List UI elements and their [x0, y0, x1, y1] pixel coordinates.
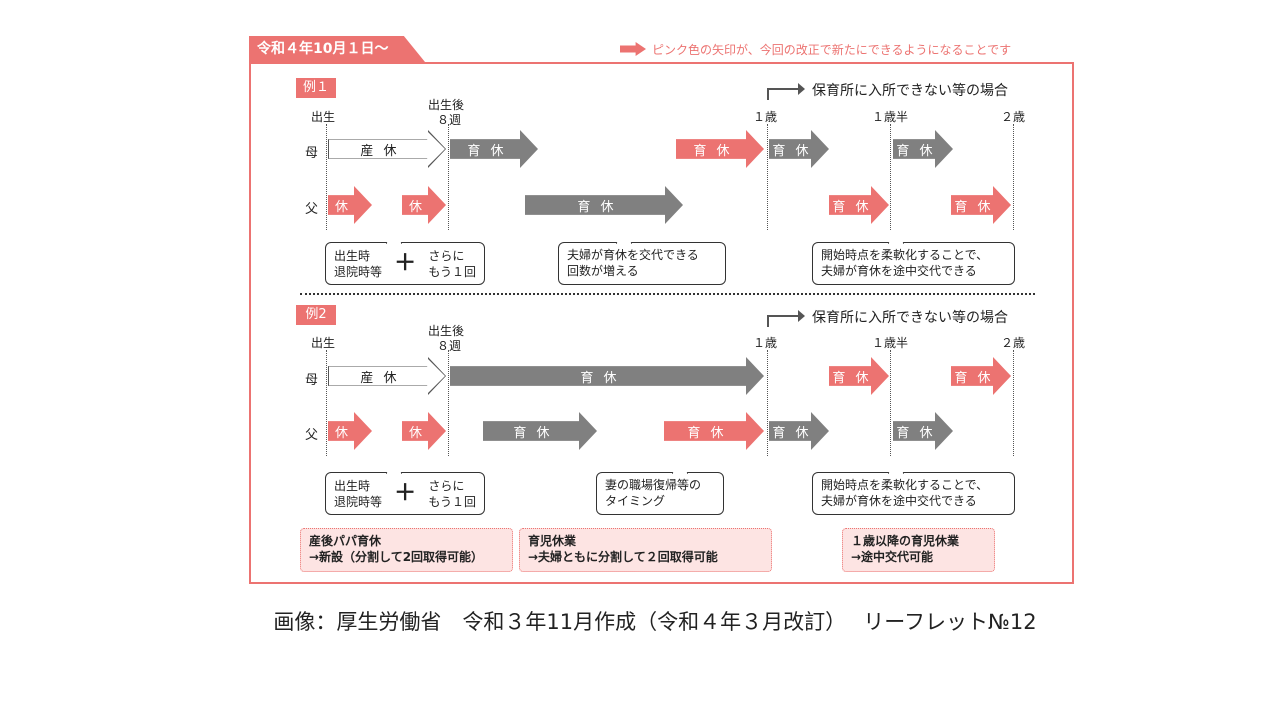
timeline-age1-5-line — [890, 124, 891, 230]
timeline-age2-line — [1013, 124, 1014, 230]
timeline-8weeks-line — [448, 124, 449, 230]
example2-tag: 例2 — [296, 305, 336, 325]
row-label-mother: 母 — [305, 146, 319, 161]
label-age-1: １歳 — [753, 110, 778, 124]
row-label-mother: 母 — [305, 373, 319, 388]
label-age-1-5: １歳半 — [872, 110, 909, 124]
note-after-age1: １歳以降の育児休業 →途中交代可能 — [842, 528, 995, 572]
pink-arrow-icon — [620, 42, 646, 56]
bubble-text: 出生時 退院時等 — [334, 248, 383, 279]
example1-tag: 例１ — [296, 78, 336, 98]
note-title: 産後パパ育休 — [309, 534, 382, 548]
label-8-weeks: ８週 — [437, 339, 462, 353]
note-body: →夫婦ともに分割して２回取得可能 — [528, 550, 718, 564]
example1-case-title: 保育所に入所できない等の場合 — [812, 83, 1008, 99]
section-header-tab: 令和４年10月１日〜 — [249, 36, 425, 62]
row-label-father: 父 — [305, 202, 319, 217]
bubble-flexible-start: 開始時点を柔軟化することで、 夫婦が育休を途中交代できる — [812, 472, 1015, 515]
legend: ピンク色の矢印が、今回の改正で新たにできるようになることです — [620, 39, 1011, 59]
example2-case-title: 保育所に入所できない等の場合 — [812, 310, 1008, 326]
image-caption: 画像：厚生労働省 令和３年11月作成（令和４年３月改訂） リーフレット№12 — [273, 610, 1037, 634]
timeline-birth-line — [326, 350, 327, 456]
case-pointer-arrow-icon — [767, 310, 805, 327]
bubble-text: さらに もう１回 — [428, 478, 476, 509]
example-divider — [300, 293, 1035, 295]
bubble-return-timing: 妻の職場復帰等の タイミング — [596, 472, 724, 515]
bubble-flexible-start: 開始時点を柔軟化することで、 夫婦が育休を途中交代できる — [812, 242, 1015, 285]
legend-text: ピンク色の矢印が、今回の改正で新たにできるようになることです — [652, 42, 1012, 57]
label-birth: 出生 — [311, 110, 336, 124]
timeline-age2-line — [1013, 350, 1014, 456]
label-age-2: ２歳 — [1001, 110, 1026, 124]
bubble-text: 出生時 退院時等 — [334, 478, 383, 509]
case-pointer-arrow-icon — [767, 83, 805, 100]
label-8-weeks: ８週 — [437, 113, 462, 127]
bubble-more-swaps: 夫婦が育休を交代できる 回数が増える — [558, 242, 726, 285]
label-age-1: １歳 — [753, 336, 778, 350]
row-label-father: 父 — [305, 428, 319, 443]
timeline-age1-line — [767, 124, 768, 230]
note-title: 育児休業 — [528, 534, 577, 548]
note-body: →途中交代可能 — [851, 550, 934, 564]
bubble-birth-split: 出生時 退院時等 ＋ さらに もう１回 — [325, 472, 485, 515]
label-age-2: ２歳 — [1001, 336, 1026, 350]
bubble-birth-split: 出生時 退院時等 ＋ さらに もう１回 — [325, 242, 485, 285]
note-papa-leave: 産後パパ育休 →新設（分割して2回取得可能） — [300, 528, 513, 572]
bubble-text: さらに もう１回 — [428, 248, 476, 279]
timeline-birth-line — [326, 124, 327, 230]
plus-icon: ＋ — [394, 480, 417, 506]
label-age-1-5: １歳半 — [872, 336, 909, 350]
label-birth: 出生 — [311, 336, 336, 350]
timeline-age1-5-line — [890, 350, 891, 456]
label-after-birth: 出生後 — [428, 324, 465, 338]
timeline-age1-line — [767, 350, 768, 456]
note-childcare-leave: 育児休業 →夫婦ともに分割して２回取得可能 — [519, 528, 772, 572]
note-body: →新設（分割して2回取得可能） — [309, 550, 484, 564]
diagram-frame — [249, 62, 1074, 584]
plus-icon: ＋ — [394, 250, 417, 276]
note-title: １歳以降の育児休業 — [851, 534, 960, 548]
label-after-birth: 出生後 — [428, 98, 465, 112]
timeline-8weeks-line — [448, 350, 449, 456]
